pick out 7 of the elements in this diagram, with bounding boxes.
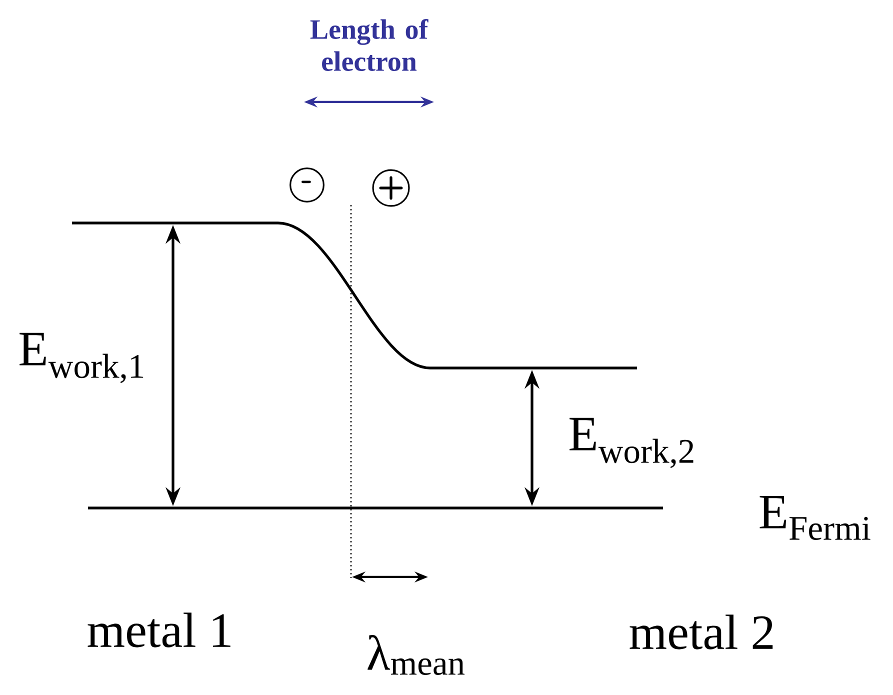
region-label: metal 1 bbox=[88, 612, 230, 648]
energy-label: E$_{Fermi}$ bbox=[760, 496, 870, 540]
region-label: metal 2 bbox=[630, 614, 773, 650]
energy-label: E$_{work,2}$ bbox=[570, 418, 694, 468]
energy-label: E$_{work,1}$ bbox=[20, 332, 144, 384]
title-text: Length of electron bbox=[310, 19, 428, 71]
length-label: λ$_{mean}$ bbox=[368, 634, 465, 676]
